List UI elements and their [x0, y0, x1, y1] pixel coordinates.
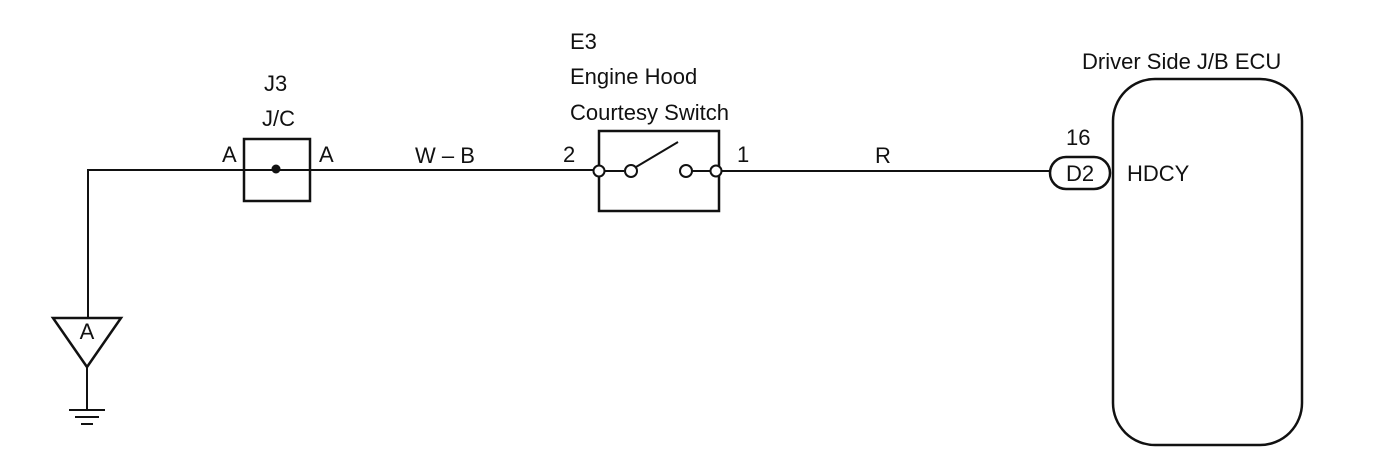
switch-code: E3 — [570, 29, 597, 54]
switch-name-line1: Engine Hood — [570, 64, 697, 89]
wire-group — [87, 169, 1050, 320]
wire-color-label-left: W – B — [415, 143, 475, 168]
ground-icon — [69, 409, 105, 425]
engine-hood-courtesy-switch: E3 Engine Hood Courtesy Switch 2 1 — [563, 29, 749, 213]
splice-pin-right: A — [319, 142, 334, 167]
ecu-connector-code: D2 — [1066, 161, 1094, 186]
splice-name: J/C — [262, 106, 295, 131]
driver-side-jb-ecu: Driver Side J/B ECU 16 D2 HDCY — [1048, 49, 1304, 447]
ecu-terminal-name: HDCY — [1127, 161, 1190, 186]
switch-pin-left: 2 — [563, 142, 575, 167]
junction-connector: J3 J/C A A — [222, 71, 334, 203]
switch-blade — [635, 141, 679, 168]
ecu-connector-oval — [1048, 155, 1112, 191]
splice-dot — [271, 164, 281, 174]
switch-contact-left — [624, 164, 638, 178]
splice-pin-left: A — [222, 142, 237, 167]
ground-triangle — [50, 316, 124, 370]
ground-wire — [87, 169, 244, 320]
ecu-title: Driver Side J/B ECU — [1082, 49, 1281, 74]
ground-point: A — [50, 316, 124, 425]
switch-terminal-2 — [592, 164, 606, 178]
ground-point-label: A — [80, 319, 95, 344]
splice-code: J3 — [264, 71, 287, 96]
wire-color-label-right: R — [875, 143, 891, 168]
switch-pin-right: 1 — [737, 142, 749, 167]
ecu-box — [1111, 77, 1304, 447]
switch-name-line2: Courtesy Switch — [570, 100, 729, 125]
switch-terminal-1 — [709, 164, 723, 178]
switch-contact-right — [679, 164, 693, 178]
ecu-pin-number: 16 — [1066, 125, 1090, 150]
